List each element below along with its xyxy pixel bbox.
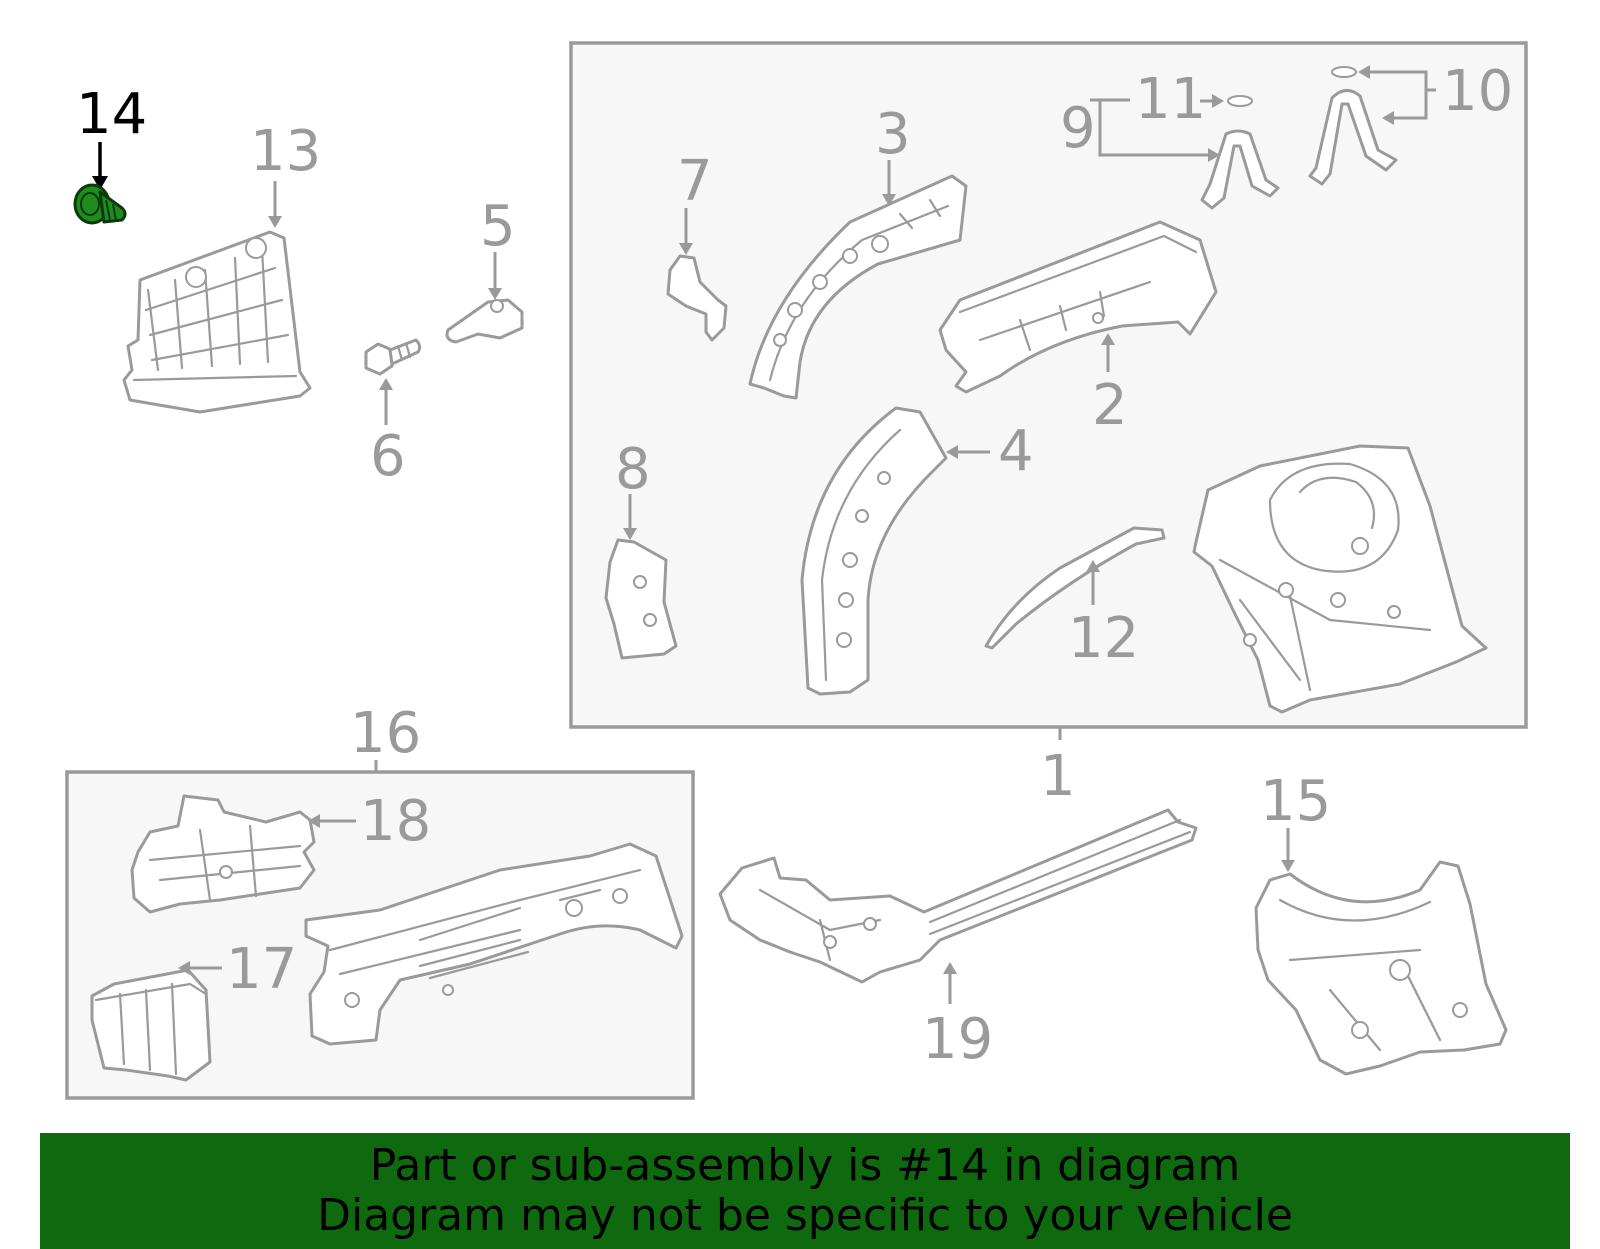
part-12-strip[interactable]: 12 [984, 526, 1166, 671]
arrowhead-17 [178, 961, 190, 975]
part-14-shape [73, 183, 127, 225]
callout-5: 5 [480, 194, 516, 259]
callout-6: 6 [370, 424, 406, 489]
arrowhead-2 [1101, 333, 1115, 345]
part-13-panel[interactable]: 13 [122, 119, 321, 414]
part-10-clip[interactable]: 10 [1308, 59, 1513, 186]
callout-4: 4 [998, 419, 1034, 484]
info-banner: Part or sub-assembly is #14 in diagram D… [40, 1133, 1570, 1249]
arrowhead-19 [943, 962, 957, 974]
leader-10 [1368, 70, 1436, 120]
arrowhead-18 [308, 814, 320, 828]
callout-19: 19 [922, 1007, 993, 1072]
part-7-bracket[interactable]: 7 [666, 149, 728, 342]
part-19-rail[interactable]: 19 [718, 808, 1198, 1072]
arrowhead-6 [379, 378, 393, 390]
arrowhead-8 [623, 528, 637, 540]
part-11-grommet[interactable]: 11 [1135, 67, 1253, 132]
callout-group-16: 16 [350, 701, 421, 772]
part-2-rail[interactable]: 2 [938, 220, 1218, 438]
leader-9 [1090, 98, 1210, 157]
part-3-wheelhouse-arch[interactable]: 3 [748, 102, 968, 400]
callout-11: 11 [1135, 67, 1206, 132]
callout-2: 2 [1092, 373, 1128, 438]
banner-line-1: Part or sub-assembly is #14 in diagram [369, 1140, 1241, 1191]
callout-13: 13 [250, 119, 321, 184]
callout-group-1: 1 [1040, 728, 1076, 809]
callout-10: 10 [1442, 59, 1513, 124]
part-18-bracket[interactable]: 18 [130, 789, 431, 914]
part-4-inner-arch[interactable]: 4 [800, 406, 1034, 696]
arrowhead-9 [1208, 148, 1220, 162]
banner-line-2: Diagram may not be specific to your vehi… [317, 1190, 1293, 1241]
callout-3: 3 [875, 102, 911, 167]
arrowhead-14 [92, 176, 108, 190]
callout-7: 7 [677, 149, 713, 214]
arrowhead-13 [268, 216, 282, 228]
part-1-wheelhouse[interactable] [1192, 444, 1488, 714]
part-6-bolt[interactable]: 6 [364, 338, 422, 489]
arrowhead-7 [679, 243, 693, 255]
callout-14: 14 [76, 82, 147, 147]
callout-9: 9 [1060, 96, 1096, 161]
part-9-clip[interactable]: 9 [1060, 96, 1280, 210]
arrowhead-11 [1212, 94, 1224, 108]
callout-16: 16 [350, 701, 421, 766]
part-17-block[interactable]: 17 [90, 937, 297, 1082]
callout-18: 18 [360, 789, 431, 854]
arrowhead-12 [1086, 560, 1100, 572]
callout-17: 17 [226, 937, 297, 1002]
arrowhead-5 [488, 288, 502, 300]
arrowhead-4 [946, 445, 958, 459]
part-16-frame-rail[interactable] [304, 842, 684, 1046]
arrowhead-15 [1281, 860, 1295, 872]
part-14-clip[interactable]: 14 [73, 82, 147, 225]
callout-1: 1 [1040, 744, 1076, 809]
callout-8: 8 [615, 437, 651, 502]
arrowhead-3 [882, 194, 896, 206]
part-5-bracket[interactable]: 5 [445, 194, 524, 344]
callout-15: 15 [1260, 769, 1331, 834]
part-8-bracket[interactable]: 8 [604, 437, 678, 660]
part-15-panel[interactable]: 15 [1254, 769, 1508, 1076]
callout-12: 12 [1068, 606, 1139, 671]
